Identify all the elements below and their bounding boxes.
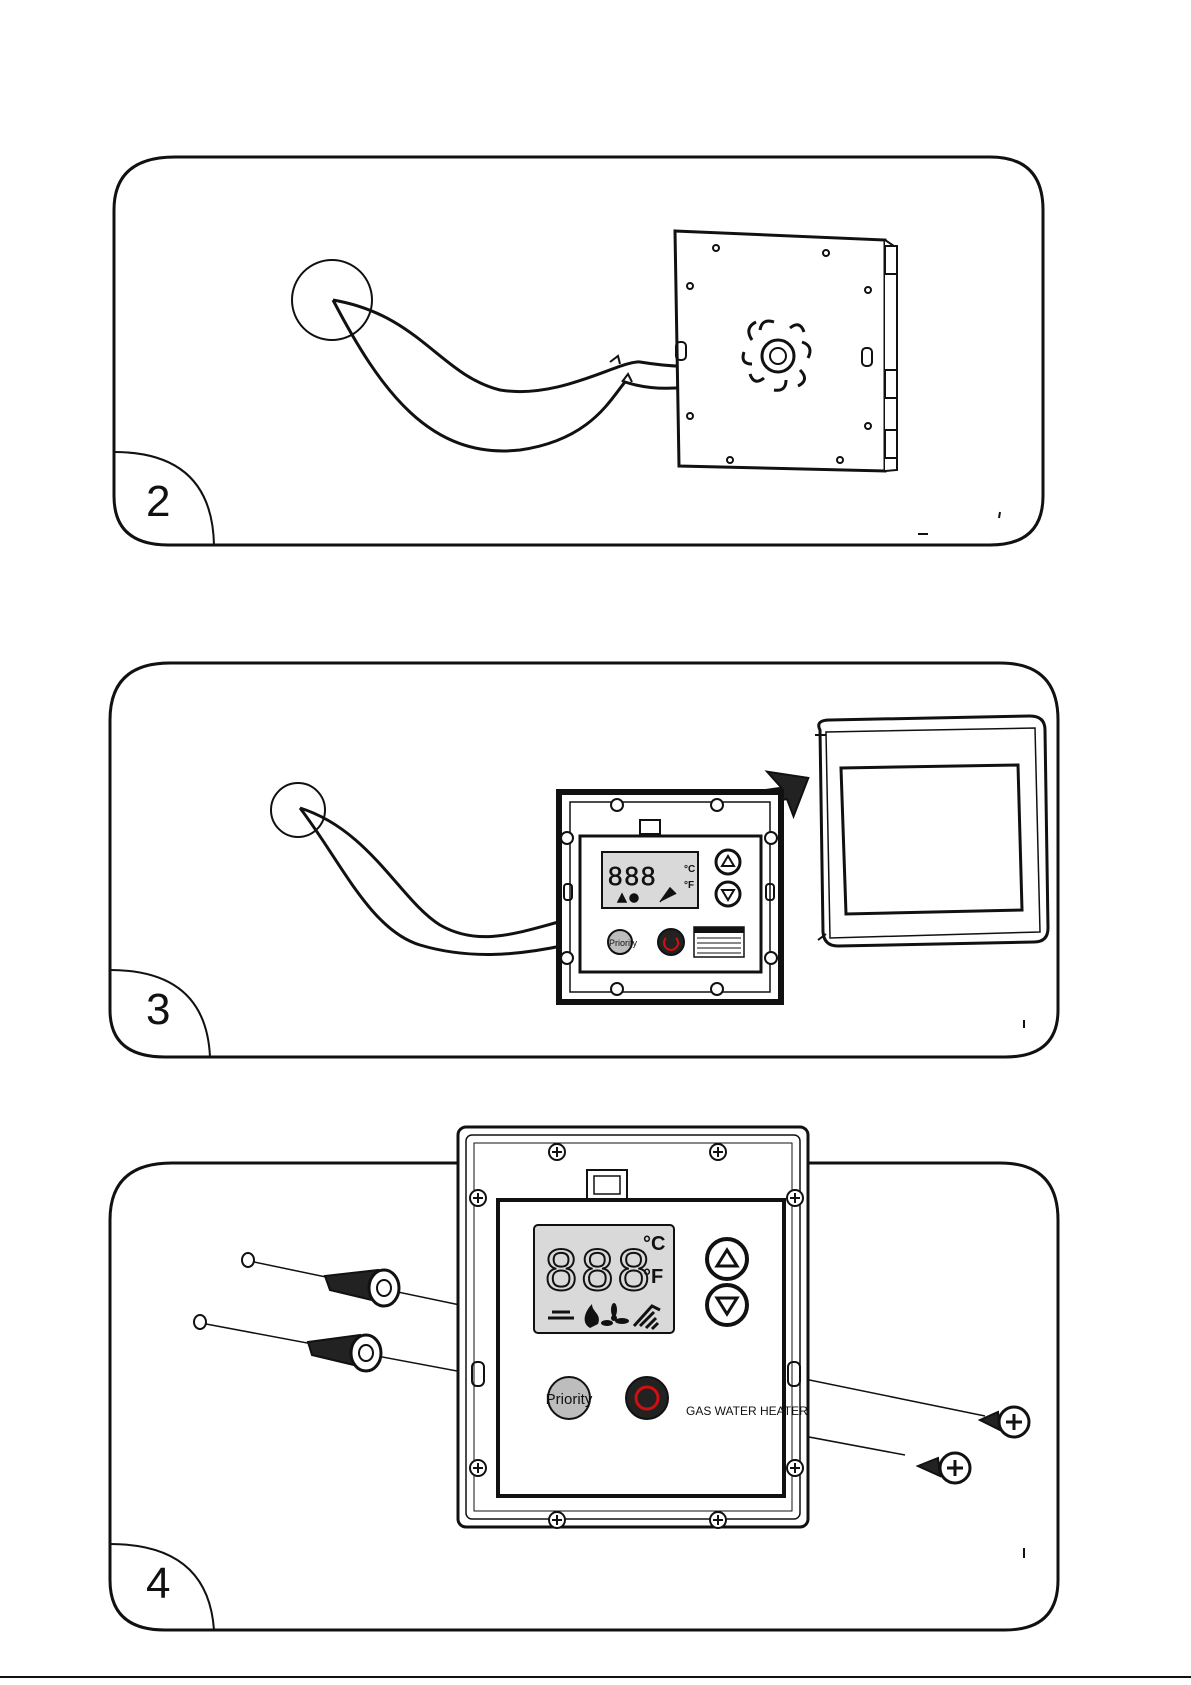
drill-hole [242,1253,254,1267]
step-number: 3 [146,988,170,1032]
svg-text:Priority: Priority [546,1391,593,1408]
up-button[interactable] [716,850,740,874]
step-number: 2 [146,480,170,524]
drill-hole [194,1315,206,1329]
wall-hole [271,783,325,837]
display-digits: 888 [545,1238,654,1303]
unit-celsius: °C [643,1233,665,1255]
down-button[interactable] [716,882,740,906]
plus-screw-icon [918,1453,970,1483]
footer-rule [0,1676,1191,1678]
step-3-panel: 888 °C °F Priority 3 [0,560,1191,1080]
controller-mounted: 888 °C °F Priority [559,792,781,1002]
svg-text:°F: °F [684,880,694,891]
step-2-illustration [0,0,1191,560]
back-plate [675,231,897,471]
step-number: 4 [146,1562,170,1606]
cable-upper [300,808,566,937]
display-digits-small: 888 [608,861,657,891]
up-arrow-icon[interactable] [707,1239,747,1279]
cable-lower [300,808,566,954]
plus-screw-icon [980,1407,1029,1437]
step-3-illustration: 888 °C °F Priority [0,560,1191,1080]
product-label: GAS WATER HEATER [686,1404,808,1418]
power-icon[interactable] [626,1377,668,1419]
wall-anchor [308,1335,381,1371]
power-button[interactable] [658,929,684,955]
wall-anchor [325,1270,399,1306]
step-4-panel: 888 °C °F Priority [0,1080,1191,1685]
svg-text:Priority: Priority [609,938,638,948]
front-cover [815,716,1048,946]
wall-hole [292,260,372,340]
step-4-illustration: 888 °C °F Priority [0,1080,1191,1685]
down-arrow-icon[interactable] [707,1285,747,1325]
step-2-panel: 2 [0,0,1191,560]
svg-text:°C: °C [684,864,695,875]
controller-large: 888 °C °F Priority [458,1127,808,1528]
unit-fahrenheit: °F [643,1266,663,1288]
